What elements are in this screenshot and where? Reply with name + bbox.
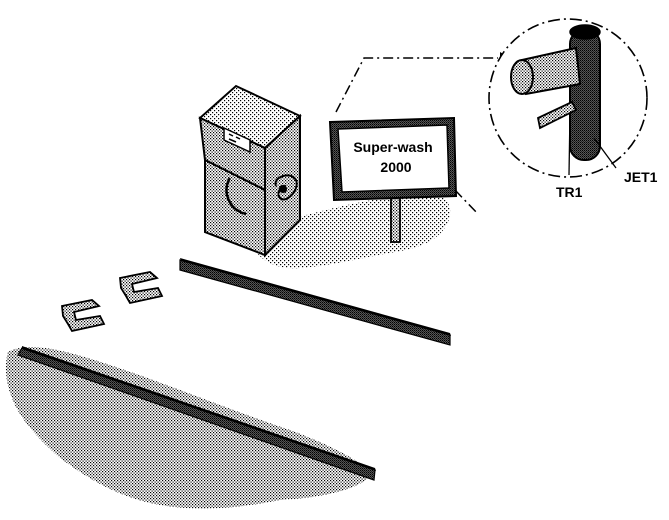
sign-line-2: 2000 bbox=[380, 159, 411, 175]
wheel-guide-right bbox=[120, 272, 162, 303]
sign-line-1: Super-wash bbox=[353, 139, 432, 155]
sign-post bbox=[391, 196, 400, 242]
label-tr1: TR1 bbox=[556, 184, 583, 200]
pay-machine bbox=[200, 86, 300, 255]
label-jet1: JET1 bbox=[624, 169, 658, 185]
back-curb bbox=[180, 258, 451, 345]
ground-shadow bbox=[6, 347, 372, 509]
wheel-guide-left bbox=[62, 300, 104, 331]
callout-detail bbox=[489, 19, 647, 177]
